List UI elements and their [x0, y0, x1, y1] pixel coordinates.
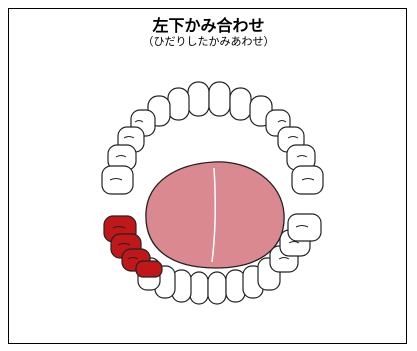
highlighted-molar — [136, 261, 162, 277]
upper-tooth — [230, 88, 251, 120]
lower-tooth — [288, 214, 321, 241]
upper-tooth — [102, 166, 133, 194]
upper-tooth — [209, 82, 230, 116]
lower-tooth — [190, 272, 208, 304]
upper-tooth — [168, 88, 189, 120]
upper-tooth — [292, 166, 323, 194]
lower-tooth — [226, 270, 245, 302]
upper-tooth — [188, 82, 209, 116]
lower-tooth — [208, 272, 226, 304]
